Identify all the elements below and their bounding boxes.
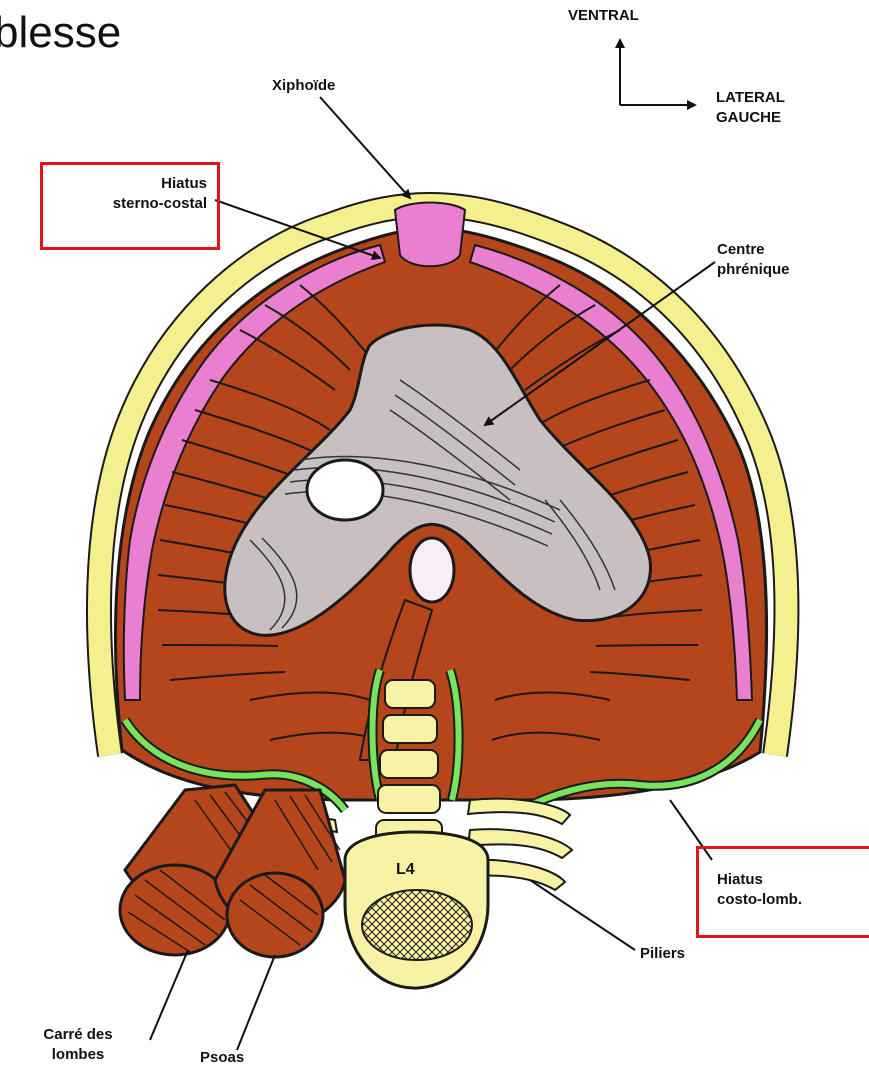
label-hiatus-costo-line2: costo-lomb. [717, 890, 802, 910]
orientation-axes [620, 40, 695, 105]
vena-cava-opening [307, 460, 383, 520]
vertebral-body-hatched [362, 890, 472, 960]
label-hiatus-costo-lomb: Hiatus costo-lomb. [717, 870, 802, 910]
oesophageal-hiatus [410, 538, 454, 602]
orientation-lateral-label: LATERAL GAUCHE [716, 88, 785, 128]
orientation-ventral-label: VENTRAL [568, 6, 639, 26]
label-carre-des-lombes: Carré des lombes [18, 1025, 138, 1065]
xiphoid-process [395, 203, 465, 267]
vertebral-column [376, 680, 442, 846]
orientation-lateral-line1: LATERAL [716, 88, 785, 108]
label-hiatus-sterno-line1: Hiatus [60, 174, 207, 194]
label-hiatus-costo-line1: Hiatus [717, 870, 802, 890]
label-centre-line1: Centre [717, 240, 790, 260]
orientation-lateral-line2: GAUCHE [716, 108, 785, 128]
label-psoas: Psoas [200, 1048, 244, 1068]
label-piliers: Piliers [640, 944, 685, 964]
label-hiatus-sterno-costal: Hiatus sterno-costal [60, 174, 207, 214]
label-xiphoide: Xiphoïde [272, 76, 335, 96]
label-hiatus-sterno-line2: sterno-costal [60, 194, 207, 214]
label-carre-line1: Carré des [18, 1025, 138, 1045]
label-carre-line2: lombes [18, 1045, 138, 1065]
label-centre-phrenique: Centre phrénique [717, 240, 790, 280]
label-centre-line2: phrénique [717, 260, 790, 280]
label-l4: L4 [396, 860, 415, 880]
